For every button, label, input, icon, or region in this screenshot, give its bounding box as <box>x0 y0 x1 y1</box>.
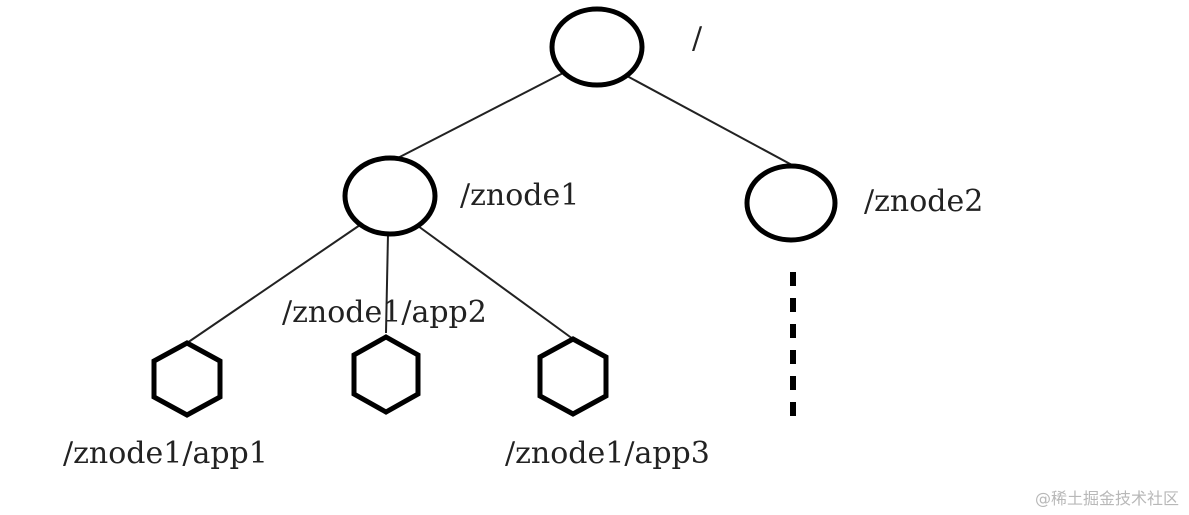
app3-label: /znode1/app3 <box>505 436 710 471</box>
znode2-label: /znode2 <box>864 184 983 219</box>
edge-znode1-app2 <box>385 233 389 334</box>
root-node <box>549 6 645 88</box>
app1-label: /znode1/app1 <box>63 436 268 471</box>
znode1-node <box>342 155 438 237</box>
app1-node <box>151 340 223 418</box>
edge-znode1-app3 <box>417 225 574 340</box>
app3-node <box>537 336 609 417</box>
app2-label: /znode1/app2 <box>282 295 487 330</box>
watermark: @稀土掘金技术社区 <box>1034 489 1179 508</box>
root-label: / <box>692 21 703 56</box>
edge-root-znode1 <box>389 71 566 163</box>
znode1-label: /znode1 <box>460 178 579 213</box>
app2-node <box>351 334 421 415</box>
edge-znode1-app1 <box>186 224 361 344</box>
edge-root-znode2 <box>626 75 793 166</box>
znode2-node <box>744 163 838 243</box>
